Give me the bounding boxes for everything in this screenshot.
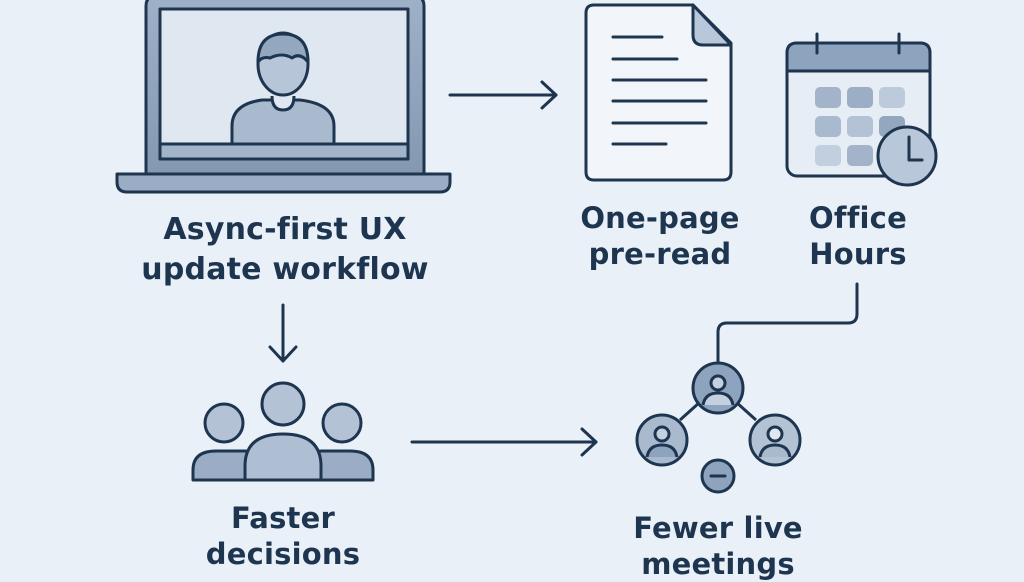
arrow-workflow-to-decisions bbox=[268, 303, 298, 363]
arrow-workflow-to-preread bbox=[448, 80, 558, 110]
person-node-right bbox=[748, 413, 802, 467]
network-people-icon bbox=[635, 361, 802, 494]
group-icon bbox=[191, 381, 375, 482]
label-async-workflow: Async-first UX update workflow bbox=[120, 210, 450, 290]
calendar-clock-icon bbox=[785, 32, 938, 187]
minus-circle-icon bbox=[700, 458, 736, 494]
person-node-top bbox=[691, 361, 745, 415]
person-node-left bbox=[635, 413, 689, 467]
label-pre-read: One-page pre-read bbox=[570, 200, 750, 272]
label-office-hours: Office Hours bbox=[778, 200, 938, 272]
label-line: One-page bbox=[580, 201, 740, 235]
label-line: Office bbox=[809, 201, 907, 235]
label-line: meetings bbox=[641, 547, 795, 581]
label-fewer-meetings: Fewer live meetings bbox=[613, 510, 823, 582]
document-icon bbox=[584, 3, 733, 182]
laptop-video-icon bbox=[115, 0, 452, 194]
arrow-decisions-to-meetings bbox=[410, 427, 598, 457]
label-faster-decisions: Faster decisions bbox=[183, 500, 383, 572]
label-line: update workflow bbox=[141, 252, 429, 287]
label-line: Async-first UX bbox=[163, 212, 407, 247]
label-line: Fewer live bbox=[633, 511, 803, 545]
connector-officehours-to-meetings bbox=[716, 282, 859, 364]
label-line: Hours bbox=[809, 237, 907, 271]
label-line: pre-read bbox=[588, 237, 732, 271]
label-line: decisions bbox=[205, 537, 361, 571]
label-line: Faster bbox=[231, 501, 335, 535]
